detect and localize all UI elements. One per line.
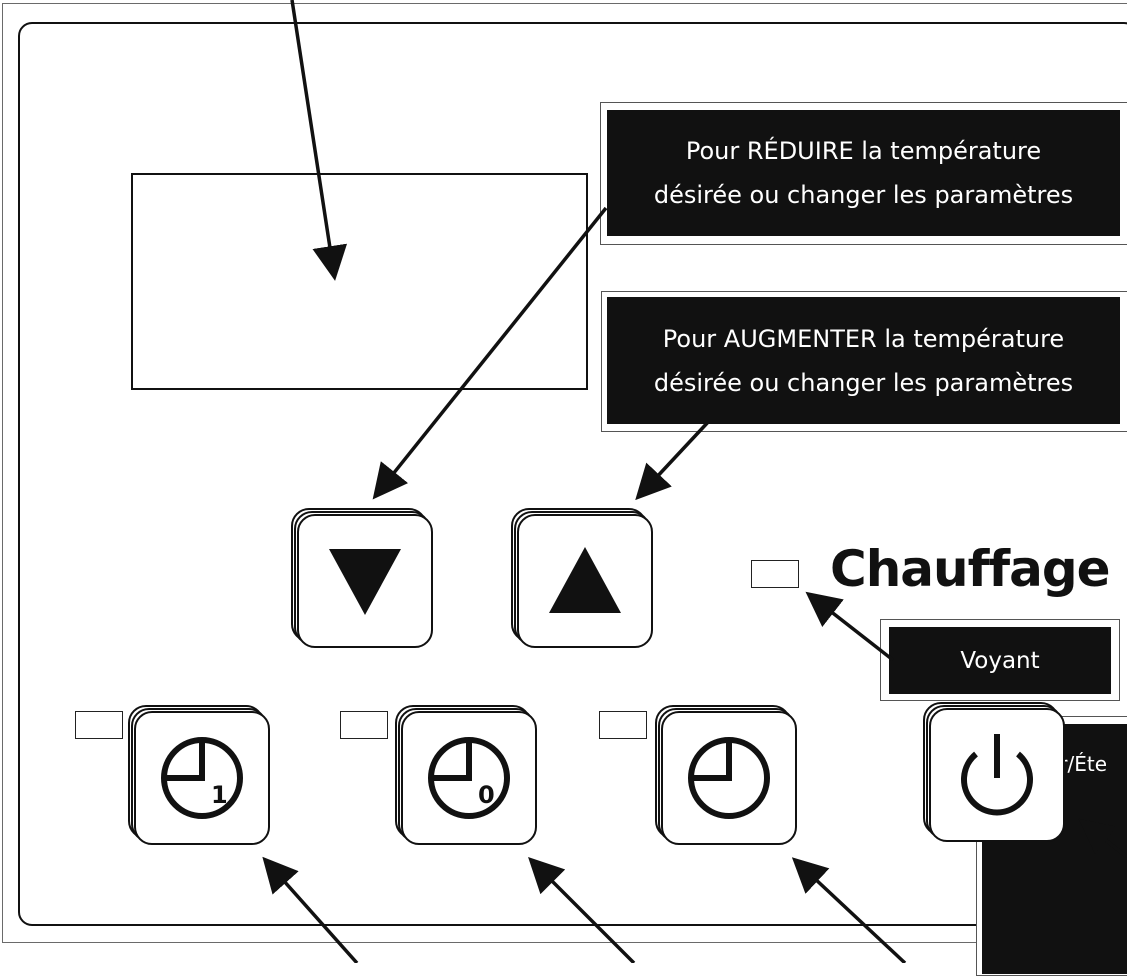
increase-callout: Pour AUGMENTER la température désirée ou… <box>607 297 1120 424</box>
program-1-button-face[interactable]: 1 <box>134 711 270 845</box>
heating-indicator-light <box>751 560 799 588</box>
power-button-face[interactable] <box>929 708 1065 842</box>
decrease-arrow <box>372 206 608 500</box>
reduce-callout: Pour RÉDUIRE la température désirée ou c… <box>607 110 1120 236</box>
program-1-button[interactable]: 1 <box>128 705 274 845</box>
clock-1-icon: 1 <box>161 737 243 819</box>
clock-icon <box>688 737 770 819</box>
program-0-indicator-light <box>340 711 388 739</box>
triangle-up-icon <box>549 547 621 613</box>
increase-button-face[interactable] <box>517 514 653 648</box>
timer-indicator-light <box>599 711 647 739</box>
program-0-button-face[interactable]: 0 <box>401 711 537 845</box>
timer-arrow <box>791 857 907 963</box>
power-icon <box>961 734 1033 816</box>
triangle-down-icon <box>329 549 401 615</box>
display-arrow <box>290 0 348 281</box>
decrease-button[interactable] <box>291 508 437 648</box>
control-panel <box>18 22 1127 926</box>
power-arrow <box>1078 818 1127 859</box>
increase-callout-line1: Pour AUGMENTER la température <box>662 324 1065 353</box>
program-1-indicator-light <box>75 711 123 739</box>
voyant-arrow <box>805 591 895 662</box>
outer-frame <box>2 3 1127 943</box>
reduce-callout-line1: Pour RÉDUIRE la température <box>685 137 1042 165</box>
heating-label: Chauffage <box>830 540 1111 598</box>
decrease-button-face[interactable] <box>297 514 433 648</box>
increase-callout-line2: désirée ou changer les paramètres <box>653 368 1074 397</box>
display-window <box>131 173 588 390</box>
increase-arrow <box>635 418 712 501</box>
voyant-callout: Voyant <box>889 627 1111 694</box>
voyant-callout-text: Voyant <box>960 647 1040 674</box>
program-0-digit: 0 <box>478 781 495 809</box>
increase-button[interactable] <box>511 508 657 648</box>
reduce-callout-line2: désirée ou changer les paramètres <box>653 181 1074 209</box>
program-1-digit: 1 <box>211 781 228 809</box>
power-button[interactable] <box>923 702 1069 842</box>
clock-0-icon: 0 <box>428 737 510 819</box>
program-1-arrow <box>262 856 359 963</box>
timer-button[interactable] <box>655 705 801 845</box>
program-0-arrow <box>528 857 636 963</box>
program-0-button[interactable]: 0 <box>395 705 541 845</box>
timer-button-face[interactable] <box>661 711 797 845</box>
